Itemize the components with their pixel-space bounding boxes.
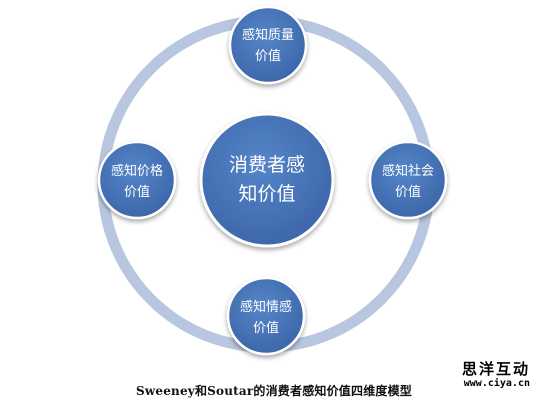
node-top-label-line1: 感知质量 [242,27,294,43]
node-right-label-line2: 价值 [395,184,421,200]
node-bottom-label-line1: 感知情感 [240,299,292,315]
diagram-caption: Sweeney和Soutar的消费者感知价值四维度模型 [135,384,413,398]
watermark-url: www.ciya.cn [463,378,530,389]
node-left-label-line2: 价值 [124,184,150,200]
node-perceived-social-value: 感知社会 价值 [368,140,448,220]
center-label-line1: 消费者感 [229,154,305,176]
node-right-label-line1: 感知社会 [382,163,434,179]
node-top-label-line2: 价值 [255,48,281,64]
node-left-label-line1: 感知价格 [111,163,163,179]
node-perceived-price-value: 感知价格 价值 [97,140,177,220]
center-circle: 消费者感 知价值 [199,112,335,248]
site-watermark: 思洋互动 www.ciya.cn [462,361,530,390]
watermark-name: 思洋互动 [461,360,530,378]
center-label-line2: 知价值 [238,183,295,205]
node-bottom-label-line2: 价值 [253,320,279,336]
node-perceived-emotional-value: 感知情感 价值 [226,276,306,356]
node-perceived-quality-value: 感知质量 价值 [228,5,308,85]
